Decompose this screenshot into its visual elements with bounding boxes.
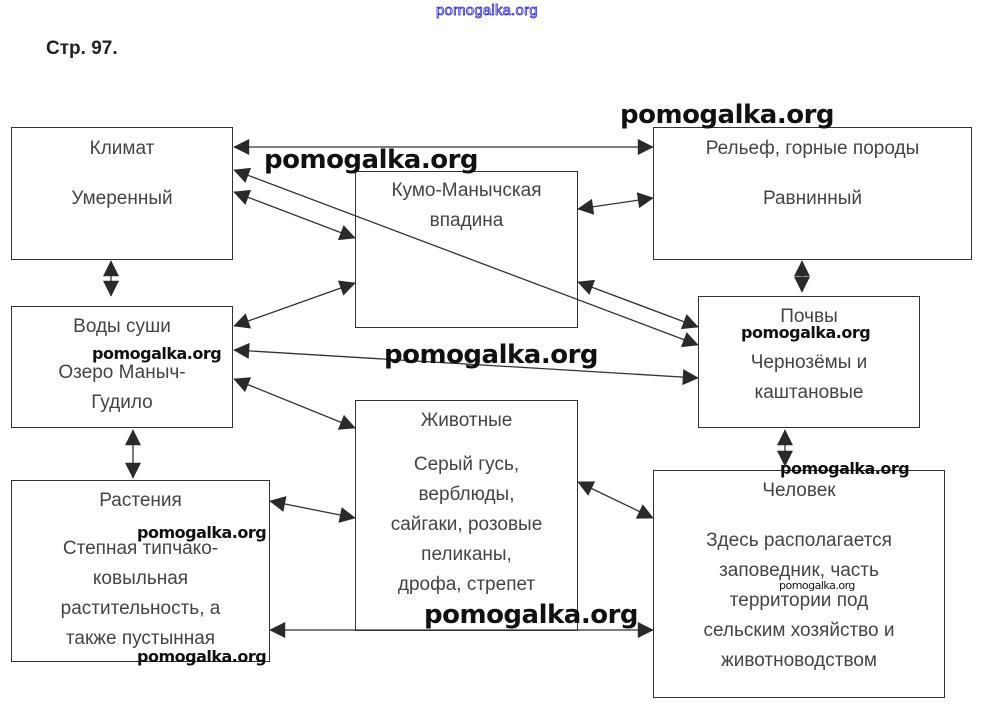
arrow-plants-animals — [269, 496, 356, 523]
arrow-animals-human — [577, 481, 654, 519]
node-human-title: Человек — [762, 480, 836, 501]
node-animals: Животные Серый гусь, верблюды, сайгаки, … — [355, 400, 578, 631]
node-relief: Рельеф, горные породы Равнинный — [653, 127, 972, 260]
node-animals-body: Серый гусь, верблюды, сайгаки, розовые п… — [390, 454, 543, 595]
node-soils-title: Почвы — [780, 306, 838, 327]
watermark: pomogalka.org — [779, 579, 855, 592]
watermark: pomogalka.org — [780, 459, 910, 478]
node-waters-title: Воды суши — [73, 316, 171, 337]
node-animals-title: Животные — [420, 410, 513, 431]
arrow-waters-animals — [233, 377, 356, 430]
arrow-depression-relief — [577, 192, 654, 215]
node-plants: Растения Степная типчако- ковыльная раст… — [11, 480, 270, 662]
arrow-climate-depression — [233, 189, 356, 241]
node-depression: Кумо-Манычская впадина — [355, 171, 578, 328]
watermark: pomogalka.org — [137, 647, 267, 666]
node-plants-body: Степная типчако- ковыльная растительност… — [60, 538, 221, 649]
watermark: pomogalka.org — [741, 323, 871, 342]
node-climate-body: Умеренный — [71, 188, 173, 209]
node-climate-title: Климат — [89, 138, 155, 159]
arrow-waters-soils — [233, 342, 699, 386]
node-soils: Почвы Чернозёмы и каштановые — [698, 296, 920, 428]
node-human: Человек Здесь располагается заповедник, … — [653, 470, 945, 698]
node-waters: Воды суши Озеро Маныч- Гудило — [11, 306, 233, 428]
watermark: pomogalka.org — [384, 340, 599, 370]
arrow-depression-soils — [577, 279, 699, 330]
node-climate: Климат Умеренный — [11, 127, 233, 260]
node-waters-body: Озеро Маныч- Гудило — [58, 362, 186, 413]
arrow-depression-waters — [233, 280, 356, 329]
node-human-body: Здесь располагается заповедник, часть те… — [703, 530, 895, 671]
top-watermark: pomogalka.org — [436, 2, 538, 20]
node-relief-title: Рельеф, горные породы — [705, 138, 920, 159]
page-title: Стр. 97. — [46, 38, 118, 59]
watermark: pomogalka.org — [137, 523, 267, 542]
watermark: pomogalka.org — [264, 145, 479, 175]
node-relief-body: Равнинный — [762, 188, 863, 209]
node-soils-body: Чернозёмы и каштановые — [750, 352, 868, 403]
node-plants-title: Растения — [99, 490, 182, 511]
watermark: pomogalka.org — [424, 600, 639, 630]
watermark: pomogalka.org — [620, 100, 835, 130]
node-depression-title: Кумо-Манычская впадина — [391, 180, 542, 231]
watermark: pomogalka.org — [92, 344, 222, 363]
